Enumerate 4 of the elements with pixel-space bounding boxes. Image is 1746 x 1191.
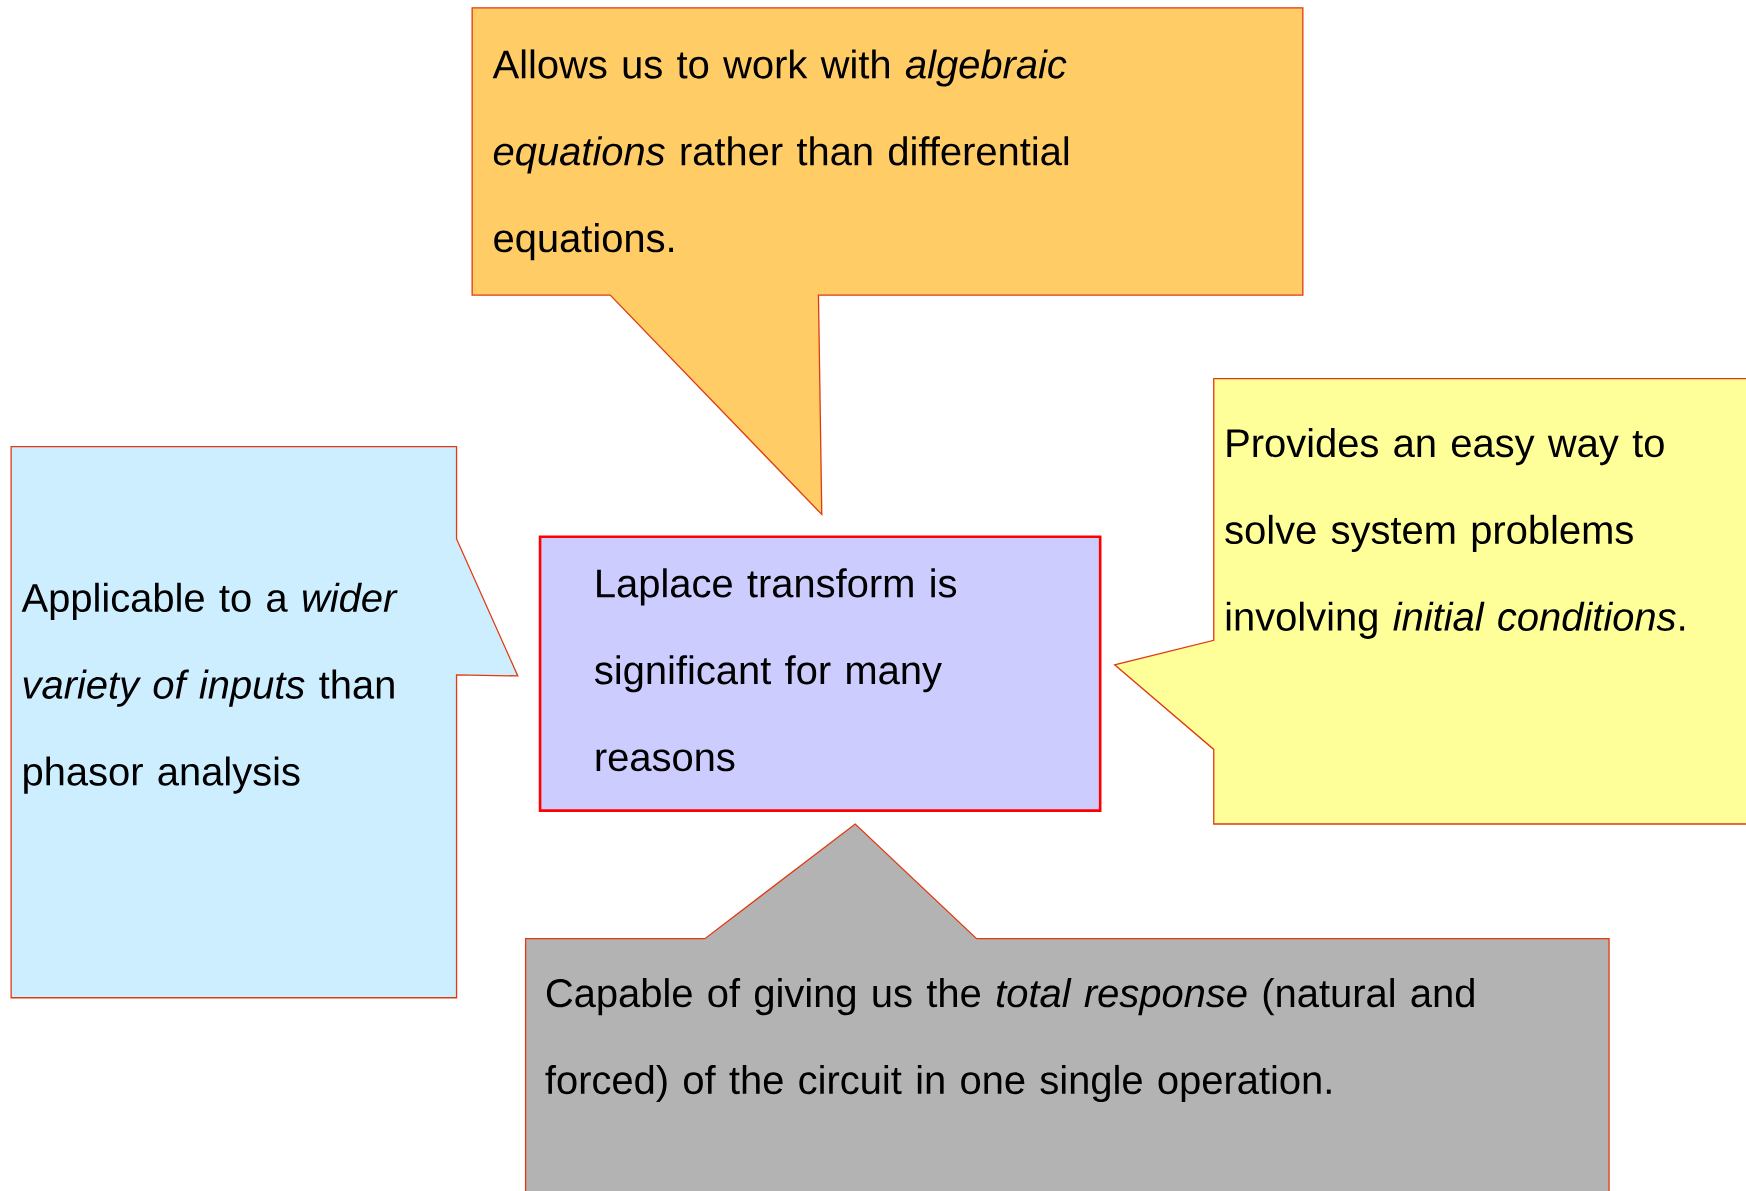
speech-callout: Provides an easy way to solve system problems involving initial conditions. (1113, 377, 1746, 825)
speech-callout: Applicable to a wider variety of inputs than phasor analysis (10, 445, 519, 999)
speech-callout: Capable of giving us the total response (natural and forced) of the circuit in one single operation. (524, 822, 1610, 1191)
text-box: Laplace transform is significant for many reasons (538, 535, 1102, 812)
